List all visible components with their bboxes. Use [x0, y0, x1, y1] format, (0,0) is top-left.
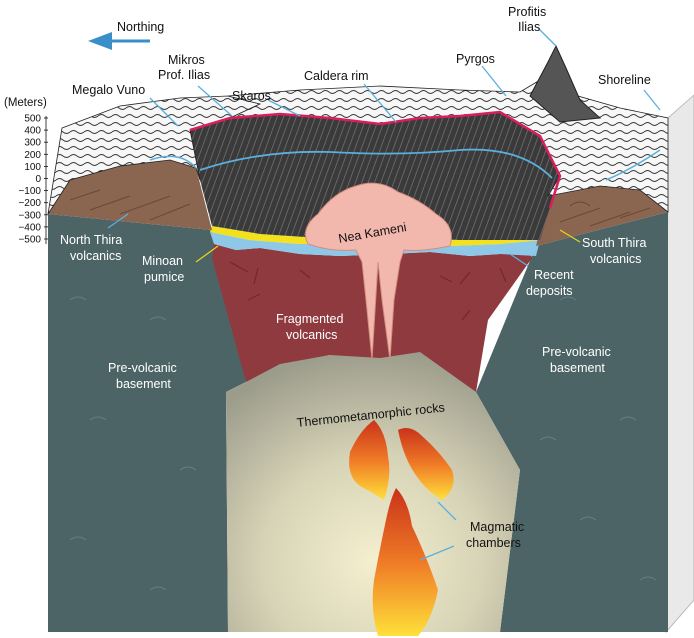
- axis-tick-label: −300: [18, 210, 41, 221]
- label-profitis-ilias: Profitis Ilias: [508, 5, 550, 34]
- label-mikros-prof-ilias: Mikros Prof. Ilias: [158, 53, 210, 82]
- label-south-thira-line2: volcanics: [590, 252, 641, 266]
- label-pyrgos: Pyrgos: [456, 52, 495, 66]
- label-fragmented-line1: Fragmented: [276, 312, 343, 326]
- axis-tick-label: 500: [24, 114, 41, 125]
- leader-profitis: [538, 28, 556, 46]
- block-right-face: [666, 95, 694, 632]
- label-profitis-line2: Ilias: [518, 20, 540, 34]
- axis-ticks: 5004003002001000−100−200−300−400 −500: [18, 114, 48, 246]
- axis-tick-label: −200: [18, 198, 41, 209]
- label-magmatic-line2: chambers: [466, 536, 521, 550]
- label-magmatic-line1: Magmatic: [470, 520, 524, 534]
- axis-title: (Meters): [4, 97, 47, 109]
- label-prevolc-right-line1: Pre-volcanic: [542, 345, 611, 359]
- axis-tick-label: −400: [18, 222, 41, 233]
- label-north-thira-line1: North Thira: [60, 233, 122, 247]
- label-caldera-rim: Caldera rim: [304, 69, 369, 83]
- axis-tick-label: −500: [18, 235, 41, 246]
- axis-tick-label: 300: [24, 138, 41, 149]
- axis-tick-label: −100: [18, 186, 41, 197]
- label-fragmented-line2: volcanics: [286, 328, 337, 342]
- label-profitis-line1: Profitis: [508, 5, 546, 19]
- label-recent-line1: Recent: [534, 268, 574, 282]
- meters-axis: (Meters) 5004003002001000−100−200−300−40…: [4, 97, 48, 246]
- label-minoan-line1: Minoan: [142, 254, 183, 268]
- northing-arrow: [88, 32, 150, 50]
- label-minoan-line2: pumice: [144, 270, 184, 284]
- label-prevolc-left-line2: basement: [116, 377, 171, 391]
- label-shoreline: Shoreline: [598, 73, 651, 87]
- label-prevolc-right-line2: basement: [550, 361, 605, 375]
- label-north-thira-line2: volcanics: [70, 249, 121, 263]
- label-northing: Northing: [117, 20, 164, 34]
- axis-tick-label: 400: [24, 126, 41, 137]
- label-prevolc-left-line1: Pre-volcanic: [108, 361, 177, 375]
- label-south-thira-line1: South Thira: [582, 236, 646, 250]
- label-recent-line2: deposits: [526, 284, 573, 298]
- axis-tick-label: 200: [24, 150, 41, 161]
- label-megalo-vuno: Megalo Vuno: [72, 83, 145, 97]
- label-mikros-line2: Prof. Ilias: [158, 68, 210, 82]
- axis-tick-label: 0: [35, 174, 41, 185]
- leader-shoreline: [644, 90, 660, 110]
- axis-tick-label: 100: [24, 162, 41, 173]
- label-mikros-line1: Mikros: [168, 53, 205, 67]
- label-skaros: Skaros: [232, 89, 271, 103]
